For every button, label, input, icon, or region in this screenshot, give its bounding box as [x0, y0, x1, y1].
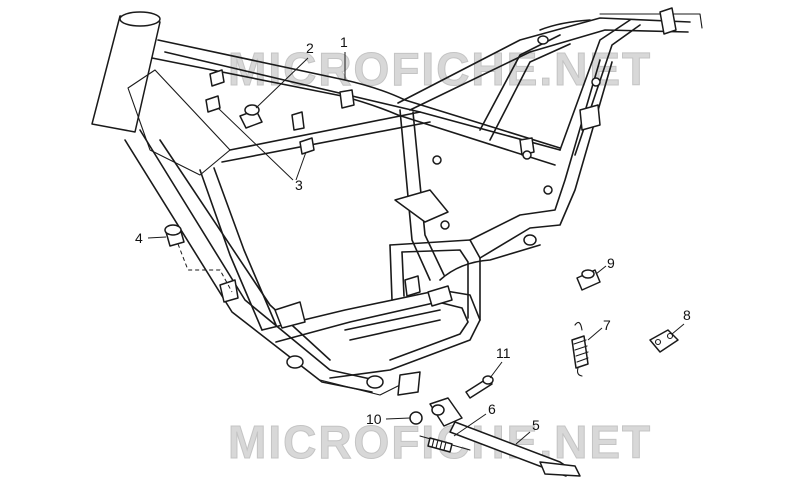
part-3-clips [205, 95, 315, 155]
motorcycle-frame [91, 7, 703, 396]
part-6-stand-bracket [419, 397, 471, 453]
part-7-spring [571, 321, 589, 377]
callout-1: 1 [340, 34, 348, 50]
part-2-plug [209, 69, 263, 129]
callout-2: 2 [306, 40, 314, 56]
second-down-tube [199, 169, 263, 331]
front-down-tube [139, 129, 376, 381]
part-10-washer [409, 411, 423, 425]
part-11-screw [465, 375, 494, 399]
seat-post-tube [399, 109, 431, 281]
callout-7: 7 [603, 317, 611, 333]
callout-5: 5 [532, 417, 540, 433]
watermark-top: MICROFICHE.NET [228, 43, 652, 95]
part-5-side-stand [449, 421, 581, 477]
part-8-link [649, 329, 679, 353]
callout-9: 9 [607, 255, 615, 271]
engine-cradle [389, 239, 481, 321]
callouts: 1 2 3 4 9 7 8 11 10 6 5 [135, 34, 691, 445]
cradle-loop [261, 289, 481, 379]
callout-8: 8 [683, 307, 691, 323]
part-4-bushing [164, 224, 233, 293]
steering-head-top [119, 11, 161, 27]
watermark-bottom: MICROFICHE.NET [228, 416, 652, 468]
callout-10: 10 [366, 411, 382, 427]
callout-3: 3 [295, 177, 303, 193]
rear-lower-rail [469, 59, 601, 241]
part-9-pin [576, 269, 601, 291]
callout-11: 11 [496, 345, 511, 361]
rear-upper-rail [397, 17, 691, 104]
callout-6: 6 [488, 401, 496, 417]
callout-4: 4 [135, 230, 143, 246]
